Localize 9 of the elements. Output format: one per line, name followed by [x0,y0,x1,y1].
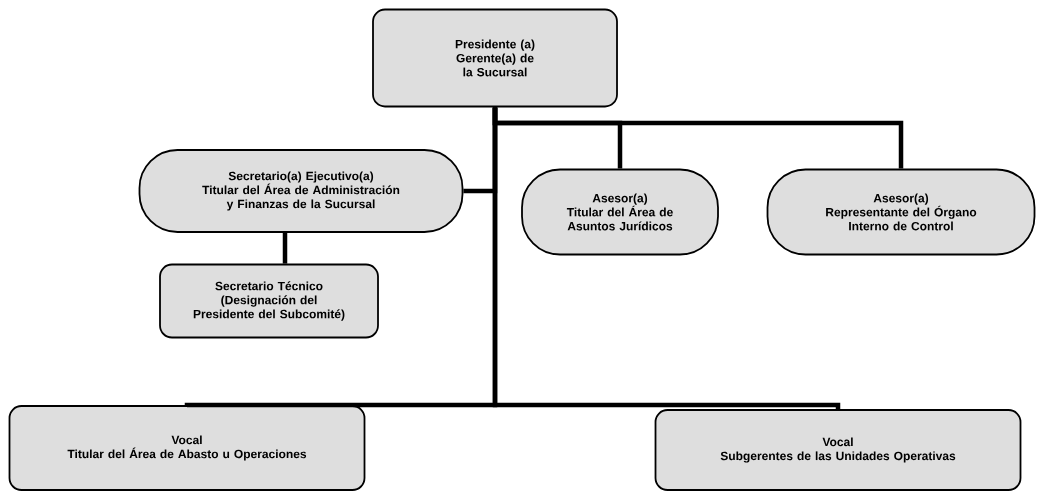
rounded-box: Presidente (a) Gerente(a) de la Sucursal [372,8,618,108]
connector-line [492,107,841,411]
connector-line [282,232,288,264]
rounded-box: Vocal Subgerentes de las Unidades Operativas [654,409,1022,491]
rounded-pill: Asesor(a) Representante del Órgano Interno de Control [766,168,1036,256]
rounded-pill: Asesor(a) Titular del Área de Asuntos Jurídicos [521,168,719,256]
rounded-box: Secretario Técnico (Designación del Presidente del Subcomité) [159,263,379,339]
rounded-pill: Secretario(a) Ejecutivo(a) Titular del Área de Administración y Finanzas de la Sucursal [138,149,464,233]
rounded-box: Vocal Titular del Área de Abasto u Operaciones [8,405,366,491]
